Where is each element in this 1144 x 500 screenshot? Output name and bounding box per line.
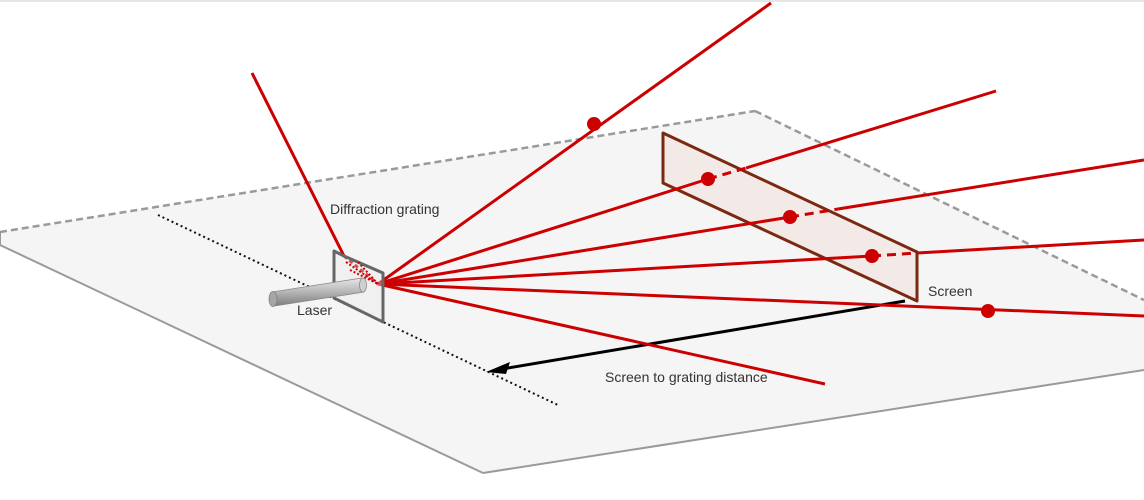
beam-order-3-front (377, 177, 709, 286)
marker-order-0[interactable] (981, 304, 995, 318)
beam-inside-grating (343, 254, 379, 286)
plane-right-edge (754, 109, 1144, 302)
marker-order-4[interactable] (587, 117, 601, 131)
distance-arrow-head (486, 362, 510, 374)
beam-order-2-far (837, 158, 1144, 211)
beam-order-3-far (745, 89, 997, 170)
distance-arrow-line (501, 299, 906, 371)
cylinder-laser-icon[interactable] (268, 277, 367, 307)
beam-order-1-far (916, 238, 1144, 255)
label-diffraction-grating: Diffraction grating (330, 201, 439, 217)
marker-order-3[interactable] (701, 172, 715, 186)
plane-front-edge (0, 244, 484, 474)
beam-order-4 (377, 1, 772, 286)
plane-back-edge (0, 109, 756, 234)
beam-order-2-behind-screen (789, 207, 839, 219)
diffracted-beams (250, 1, 1144, 386)
marker-order-2[interactable] (783, 210, 797, 224)
marker-order-1[interactable] (865, 249, 879, 263)
grating-axis-dotted (157, 214, 561, 407)
beam-order-1-front (377, 254, 873, 286)
beam-order-0 (377, 282, 1144, 318)
beam-order-1-behind-screen (871, 251, 918, 258)
label-screen: Screen (928, 283, 972, 299)
label-screen-grating-distance: Screen to grating distance (605, 369, 768, 385)
plane-front-right-edge (482, 369, 1144, 474)
beam-order-2-front (377, 215, 791, 286)
beam-order-minus-1 (377, 282, 826, 386)
beam-back-reflection (250, 72, 346, 257)
label-laser: Laser (297, 302, 332, 318)
beam-markers (587, 117, 995, 318)
